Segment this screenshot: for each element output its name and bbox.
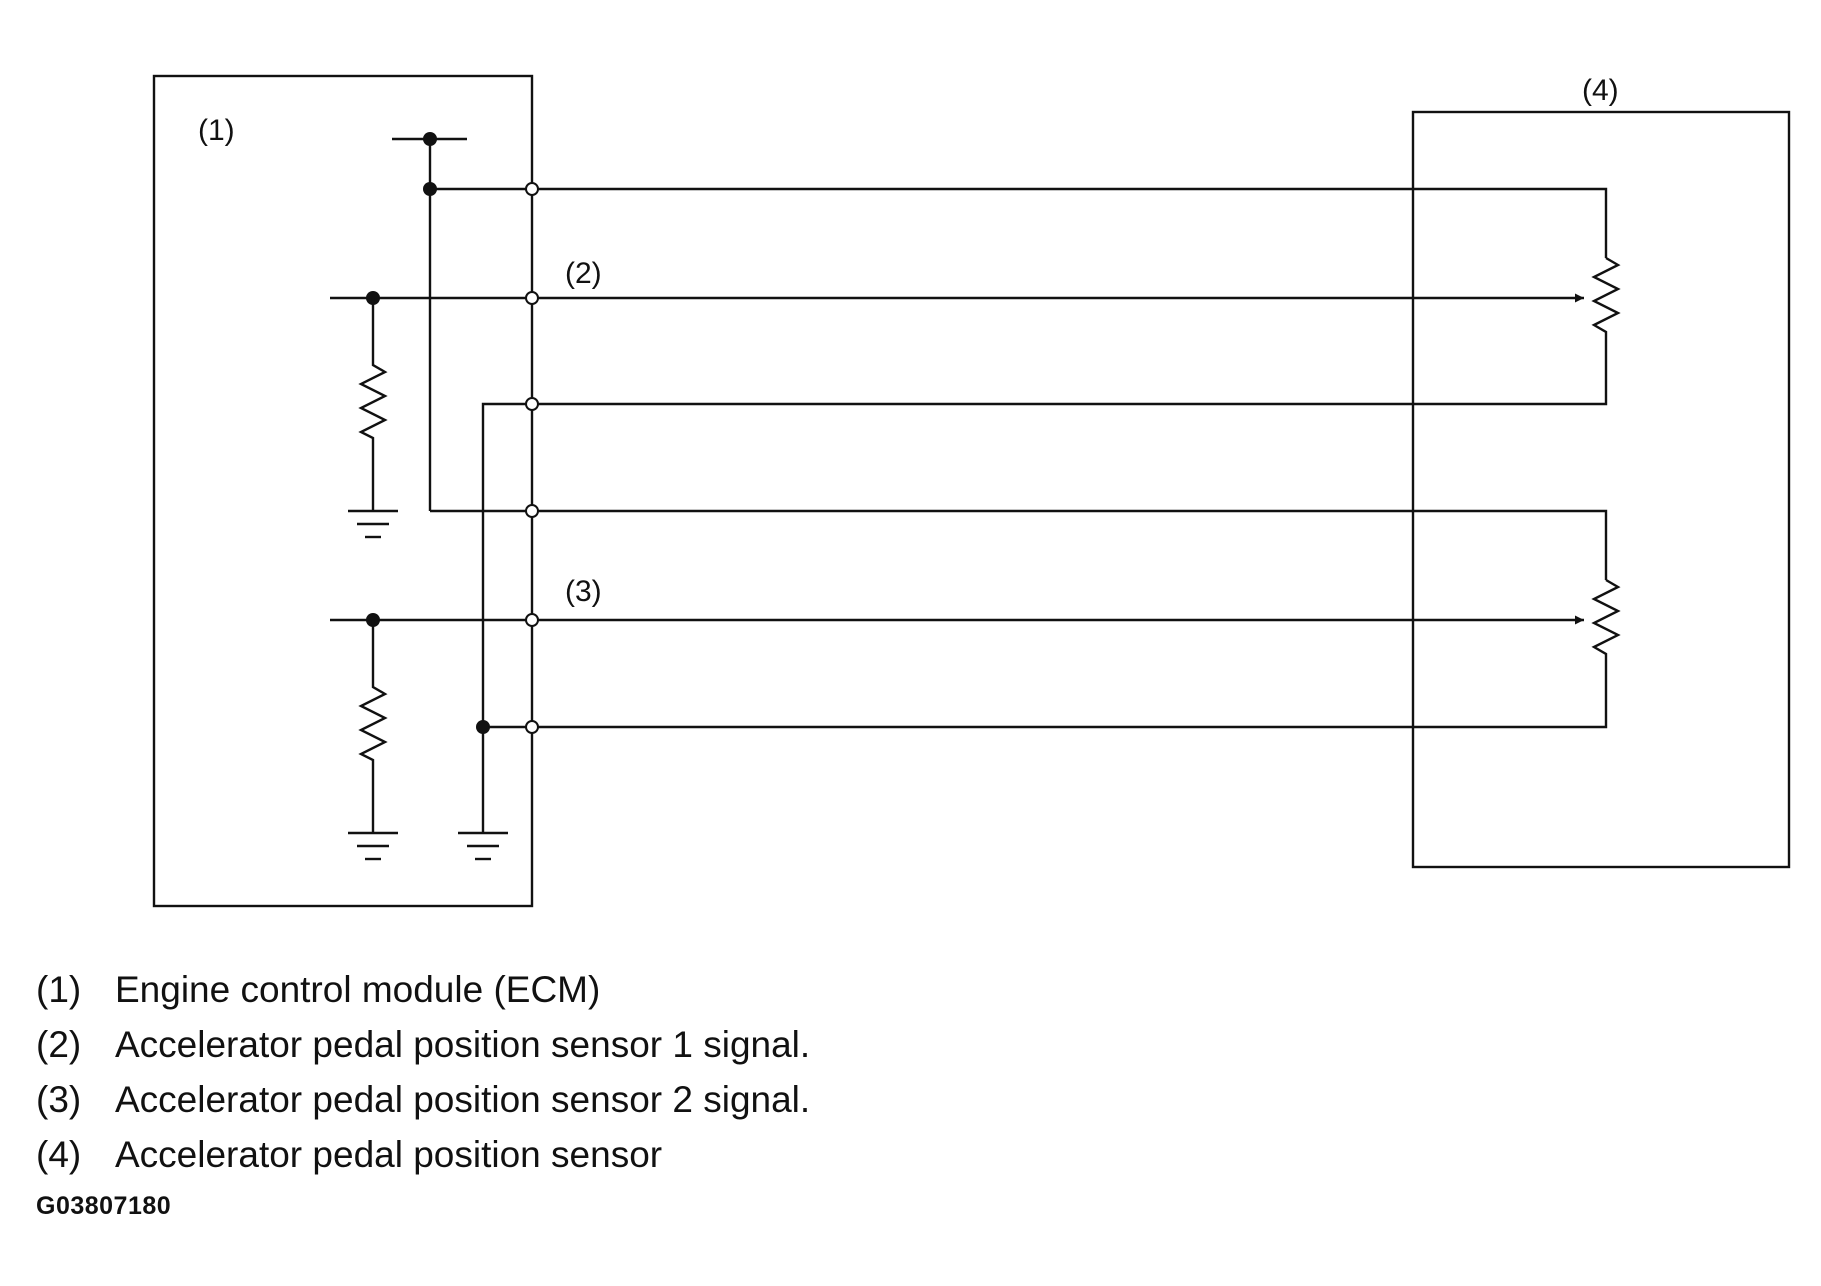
legend-label: Accelerator pedal position sensor 2 sign… [115, 1079, 811, 1120]
legend-number: (2) [36, 1024, 82, 1065]
legend-number: (1) [36, 969, 82, 1010]
ecm-connector-terminals [525, 182, 539, 734]
pulldown-resistor-2 [348, 620, 398, 861]
legend: (1) Engine control module (ECM) (2) Acce… [36, 968, 1436, 1188]
pedal-sensor-box [1411, 110, 1791, 869]
wire-sensor1-ground [481, 338, 1608, 727]
sensor2-potentiometer [1591, 578, 1621, 660]
pedal-sensor-callout: (4) [1582, 74, 1619, 107]
legend-number: (3) [36, 1079, 82, 1120]
legend-number: (4) [36, 1134, 82, 1175]
wire-sensor1-supply [430, 187, 1608, 258]
wiring-schematic: (1) (4) (2) (3) [152, 74, 1791, 908]
pulldown-resistor-1 [348, 298, 398, 539]
legend-item: (3) Accelerator pedal position sensor 2 … [36, 1078, 1436, 1133]
supply-rail [392, 132, 467, 511]
legend-item: (1) Engine control module (ECM) [36, 968, 1436, 1023]
legend-label: Accelerator pedal position sensor [115, 1134, 663, 1175]
legend-item: (2) Accelerator pedal position sensor 1 … [36, 1023, 1436, 1078]
legend-label: Accelerator pedal position sensor 1 sign… [115, 1024, 811, 1065]
wire-sensor2-signal [330, 613, 1584, 627]
wire-sensor2-supply [430, 509, 1608, 580]
legend-label: Engine control module (ECM) [115, 969, 601, 1010]
sensor1-signal-callout: (2) [565, 257, 602, 290]
ecm-callout: (1) [198, 114, 235, 147]
sensor2-signal-callout: (3) [565, 575, 602, 608]
legend-item: (4) Accelerator pedal position sensor [36, 1133, 1436, 1188]
wire-sensor2-ground [458, 660, 1608, 861]
wire-sensor1-signal [330, 291, 1584, 305]
figure-code: G03807180 [36, 1192, 172, 1220]
ecm-box [152, 74, 534, 908]
sensor1-potentiometer [1591, 256, 1621, 338]
